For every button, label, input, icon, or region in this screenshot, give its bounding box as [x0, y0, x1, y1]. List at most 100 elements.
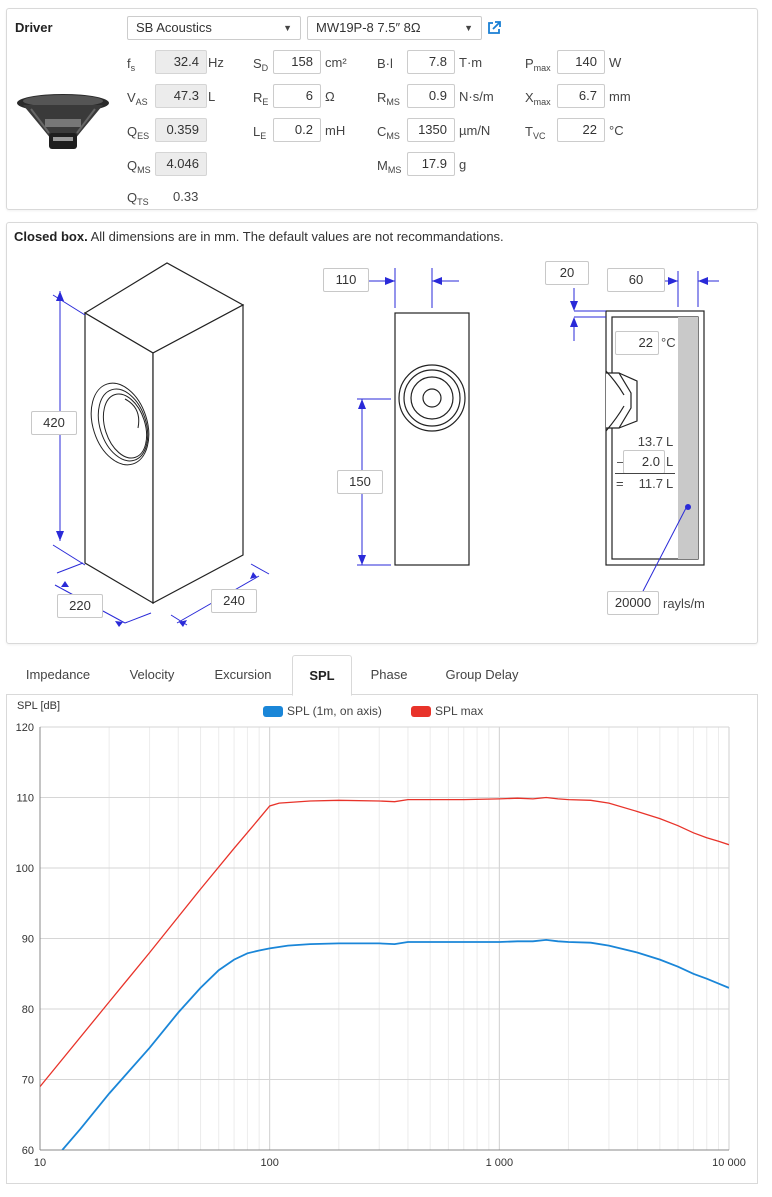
- volume-separator: [615, 473, 675, 474]
- qts-label: QTS: [127, 190, 149, 207]
- external-link-icon[interactable]: [487, 21, 501, 35]
- xmax-label: Xmax: [525, 90, 551, 107]
- tab-group-delay[interactable]: Group Delay: [445, 667, 519, 682]
- sd-input[interactable]: 158: [273, 50, 321, 74]
- temperature-input[interactable]: 22: [615, 331, 659, 355]
- isometric-box-drawing: [83, 262, 245, 605]
- tab-phase[interactable]: Phase: [370, 667, 408, 682]
- driver-image: [17, 94, 109, 149]
- pmax-input[interactable]: 140: [557, 50, 605, 74]
- x-tick-label: 10 000: [712, 1157, 746, 1169]
- series-line-spl-max: [40, 796, 729, 1088]
- xmax-input[interactable]: 6.7: [557, 84, 605, 108]
- brand-select-value: SB Acoustics: [136, 20, 212, 35]
- fs-value: 32.4: [155, 50, 207, 74]
- driver-volume-unit: L: [666, 454, 674, 469]
- driver-volume-input[interactable]: 2.0: [623, 450, 665, 474]
- y-tick-label: 60: [22, 1145, 34, 1157]
- y-tick-label: 120: [16, 722, 34, 734]
- spl-chart-panel: SPL [dB] SPL (1m, on axis) SPL max 10 100…: [6, 694, 758, 1184]
- damping-thickness-input[interactable]: 60: [607, 268, 665, 292]
- fs-label: fs: [127, 56, 136, 73]
- box-note: All dimensions are in mm. The default va…: [87, 229, 504, 244]
- y-tick-label: 80: [22, 1004, 34, 1016]
- pmax-label: Pmax: [525, 56, 551, 73]
- y-axis-title: SPL [dB]: [17, 700, 61, 712]
- tvc-input[interactable]: 22: [557, 118, 605, 142]
- temperature-unit: °C: [661, 335, 676, 350]
- vas-value: 47.3: [155, 84, 207, 108]
- chart-tabs: Impedance Velocity Excursion SPL Phase G…: [6, 655, 758, 696]
- cms-input[interactable]: 1350: [407, 118, 455, 142]
- box-diagram: [52, 262, 719, 627]
- box-description: Closed box. All dimensions are in mm. Th…: [14, 229, 504, 244]
- model-select-value: MW19P-8 7.5″ 8Ω: [316, 20, 421, 35]
- driver-offset-y-input[interactable]: 150: [337, 470, 383, 494]
- wall-thickness-input[interactable]: 20: [545, 261, 589, 285]
- minus-sign: –: [617, 454, 625, 469]
- box-width-input[interactable]: 220: [57, 594, 103, 618]
- iso-driver-cone: [90, 382, 150, 466]
- sd-unit: cm²: [325, 55, 347, 70]
- xmax-unit: mm: [609, 89, 631, 104]
- bl-label: B·l: [377, 56, 393, 71]
- iso-arrowheads: [56, 291, 257, 627]
- y-tick-label: 90: [22, 934, 34, 946]
- pmax-unit: W: [609, 55, 622, 70]
- tvc-label: TVC: [525, 124, 546, 141]
- vas-unit: L: [208, 89, 216, 104]
- chevron-down-icon: ▼: [464, 23, 473, 33]
- rms-label: RMS: [377, 90, 400, 107]
- rms-unit: N·s/m: [459, 89, 494, 104]
- qms-label: QMS: [127, 158, 151, 175]
- x-tick-label: 1 000: [486, 1157, 514, 1169]
- le-input[interactable]: 0.2: [273, 118, 321, 142]
- legend-swatch-spl: [263, 706, 283, 717]
- tvc-unit: °C: [609, 123, 624, 138]
- le-label: LE: [253, 124, 267, 141]
- y-tick-label: 100: [16, 863, 34, 875]
- section-arrowheads: [570, 277, 708, 510]
- y-tick-label: 70: [22, 1075, 34, 1087]
- model-select[interactable]: MW19P-8 7.5″ 8Ω ▼: [307, 16, 482, 40]
- box-height-input[interactable]: 420: [31, 411, 77, 435]
- tab-impedance[interactable]: Impedance: [25, 667, 91, 682]
- vas-label: VAS: [127, 90, 148, 107]
- bl-unit: T·m: [459, 55, 483, 70]
- tab-excursion[interactable]: Excursion: [214, 667, 272, 682]
- re-label: RE: [253, 90, 269, 107]
- bl-input[interactable]: 7.8: [407, 50, 455, 74]
- front-view-drawing: [394, 312, 470, 566]
- gross-volume-unit: L: [666, 434, 674, 449]
- driver-offset-x-input[interactable]: 110: [323, 268, 369, 292]
- brand-select[interactable]: SB Acoustics ▼: [127, 16, 301, 40]
- mms-unit: g: [459, 157, 467, 172]
- legend-label-spl-max[interactable]: SPL max: [435, 704, 484, 718]
- qes-value: 0.359: [155, 118, 207, 142]
- flow-resistivity-input[interactable]: 20000: [607, 591, 659, 615]
- mms-input[interactable]: 17.9: [407, 152, 455, 176]
- x-tick-label: 10: [34, 1157, 46, 1169]
- rms-input[interactable]: 0.9: [407, 84, 455, 108]
- re-input[interactable]: 6: [273, 84, 321, 108]
- tab-spl[interactable]: SPL: [292, 655, 352, 696]
- box-depth-input[interactable]: 240: [211, 589, 257, 613]
- net-volume-unit: L: [666, 476, 674, 491]
- series-line-spl: [61, 938, 729, 1150]
- le-unit: mH: [325, 123, 346, 138]
- flow-resistivity-unit: rayls/m: [663, 596, 705, 611]
- qts-value: 0.33: [173, 189, 199, 204]
- qes-label: QES: [127, 124, 150, 141]
- legend-swatch-spl-max: [411, 706, 431, 717]
- legend-label-spl[interactable]: SPL (1m, on axis): [287, 704, 382, 718]
- driver-panel: Driver SB Acoustics ▼ MW19P-8 7.5″ 8Ω ▼ …: [6, 8, 758, 210]
- tab-velocity[interactable]: Velocity: [129, 667, 175, 682]
- cms-unit: µm/N: [459, 123, 491, 138]
- front-arrowheads: [358, 277, 442, 565]
- driver-section-label: Driver: [15, 20, 53, 35]
- y-tick-label: 110: [16, 793, 34, 805]
- fs-unit: Hz: [208, 55, 224, 70]
- re-unit: Ω: [325, 89, 335, 104]
- qms-value: 4.046: [155, 152, 207, 176]
